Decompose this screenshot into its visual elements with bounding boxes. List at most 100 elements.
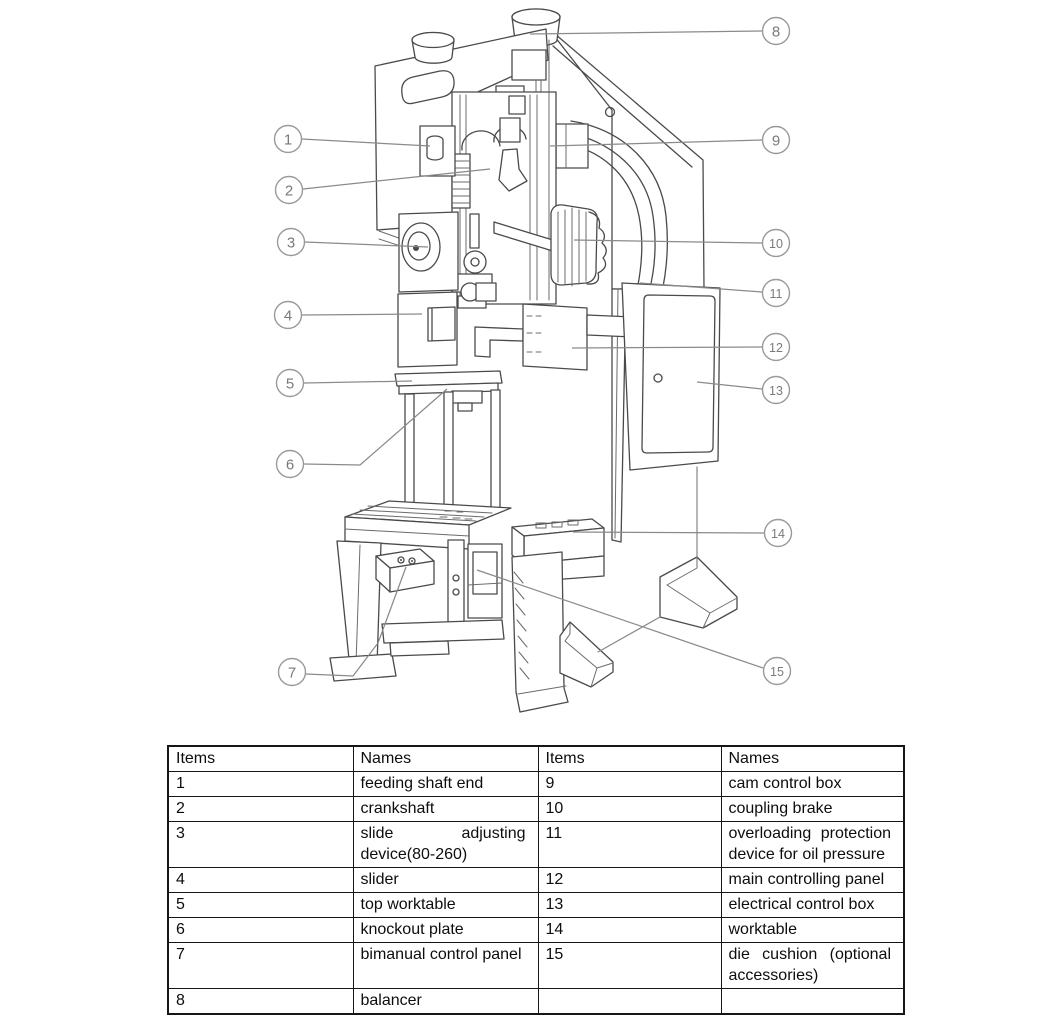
callout-number-5: 5 xyxy=(286,376,294,393)
item-number-cell: 9 xyxy=(537,771,722,797)
part-name-cell: overloading protection device for oil pr… xyxy=(720,821,905,868)
callout-number-11: 11 xyxy=(770,287,783,301)
leader-line-12 xyxy=(571,346,763,349)
part-name-cell: slide adjusting device(80-260) xyxy=(352,821,539,868)
leader-line-15 xyxy=(476,569,764,669)
main-controlling-panel xyxy=(474,303,634,371)
callout-number-13: 13 xyxy=(769,384,783,398)
electrical-control-box xyxy=(621,282,721,471)
part-name-cell: balancer xyxy=(352,988,539,1015)
item-number-cell: 12 xyxy=(537,867,722,893)
leader-line-4 xyxy=(301,313,423,316)
callout-circle-9 xyxy=(761,125,791,155)
knockout-plate xyxy=(451,390,483,412)
part-name-cell: electrical control box xyxy=(720,892,905,918)
callout-number-4: 4 xyxy=(284,308,292,325)
coupling-brake xyxy=(550,204,607,287)
feeding-shaft-end xyxy=(419,125,456,177)
callout-circle-12 xyxy=(761,332,791,362)
column-header-items-1: Items xyxy=(167,745,354,772)
slider xyxy=(397,282,497,368)
item-number-cell: 11 xyxy=(537,821,722,868)
part-name-cell: die cushion (optional accessories) xyxy=(720,942,905,989)
callout-circle-5 xyxy=(275,368,305,398)
leader-line-10 xyxy=(573,239,763,244)
head-plate xyxy=(374,28,549,262)
die-cushion xyxy=(447,539,503,623)
callout-circle-2 xyxy=(274,175,304,205)
leader-line-9 xyxy=(549,139,763,147)
wedge-connect-line xyxy=(597,616,661,653)
item-number-cell: 3 xyxy=(167,821,354,868)
callout-number-3: 3 xyxy=(287,235,295,252)
callout-number-9: 9 xyxy=(772,133,780,150)
part-name-cell: main controlling panel xyxy=(720,867,905,893)
item-number-cell: 7 xyxy=(167,942,354,989)
part-name-cell: bimanual control panel xyxy=(352,942,539,989)
column-header-names-1: Names xyxy=(352,745,539,772)
table-header-row: Items Names Items Names xyxy=(167,745,905,772)
part-name-cell: coupling brake xyxy=(720,796,905,822)
top-worktable xyxy=(394,370,503,395)
leader-line-3 xyxy=(304,241,429,248)
callout-number-7: 7 xyxy=(288,665,296,682)
machine-drawing xyxy=(329,8,738,713)
item-number-cell: 14 xyxy=(537,917,722,943)
part-name-cell: crankshaft xyxy=(352,796,539,822)
callout-circle-8 xyxy=(761,16,791,46)
callout-number-10: 10 xyxy=(769,237,783,251)
callout-circle-15 xyxy=(762,656,792,686)
item-number-cell: 6 xyxy=(167,917,354,943)
die-cushion-wedge-left xyxy=(559,621,614,688)
callout-number-1: 1 xyxy=(284,132,292,149)
part-name-cell: cam control box xyxy=(720,771,905,797)
callout-circle-13 xyxy=(761,375,791,405)
leader-line-7 xyxy=(305,566,407,677)
item-number-cell: 4 xyxy=(167,867,354,893)
callout-number-14: 14 xyxy=(771,527,785,541)
callout-circle-14 xyxy=(763,518,793,548)
callout-number-12: 12 xyxy=(769,341,783,355)
callout-circle-3 xyxy=(276,227,306,257)
part-name-cell: knockout plate xyxy=(352,917,539,943)
worktable-base xyxy=(329,500,605,713)
part-name-cell: worktable xyxy=(720,917,905,943)
slide-adjusting-device xyxy=(398,211,459,293)
leader-line-14 xyxy=(572,531,765,534)
leader-line-8 xyxy=(529,30,763,35)
item-number-cell: 1 xyxy=(167,771,354,797)
leader-line-13 xyxy=(696,381,763,390)
frame-columns xyxy=(404,389,501,513)
callout-number-2: 2 xyxy=(285,183,293,200)
part-name-cell: feeding shaft end xyxy=(352,771,539,797)
callout-circle-6 xyxy=(275,449,305,479)
bimanual-control-panel xyxy=(375,548,435,593)
item-number-cell: 10 xyxy=(537,796,722,822)
leader-line-2 xyxy=(302,168,491,190)
item-number-cell: 15 xyxy=(537,942,722,989)
item-number-cell: 13 xyxy=(537,892,722,918)
callout-number-15: 15 xyxy=(770,665,784,679)
callout-circle-11 xyxy=(761,278,791,308)
leader-line-6 xyxy=(303,388,448,466)
part-name-cell: slider xyxy=(352,867,539,893)
column-header-items-2: Items xyxy=(537,745,722,772)
leader-line-1 xyxy=(301,138,431,147)
column-header-names-2: Names xyxy=(720,745,905,772)
callout-circle-1 xyxy=(273,124,303,154)
die-cushion-wedge-right xyxy=(659,556,738,629)
callout-circle-4 xyxy=(273,300,303,330)
item-number-cell xyxy=(537,988,722,1015)
callout-number-6: 6 xyxy=(286,457,294,474)
part-name-cell: top worktable xyxy=(352,892,539,918)
